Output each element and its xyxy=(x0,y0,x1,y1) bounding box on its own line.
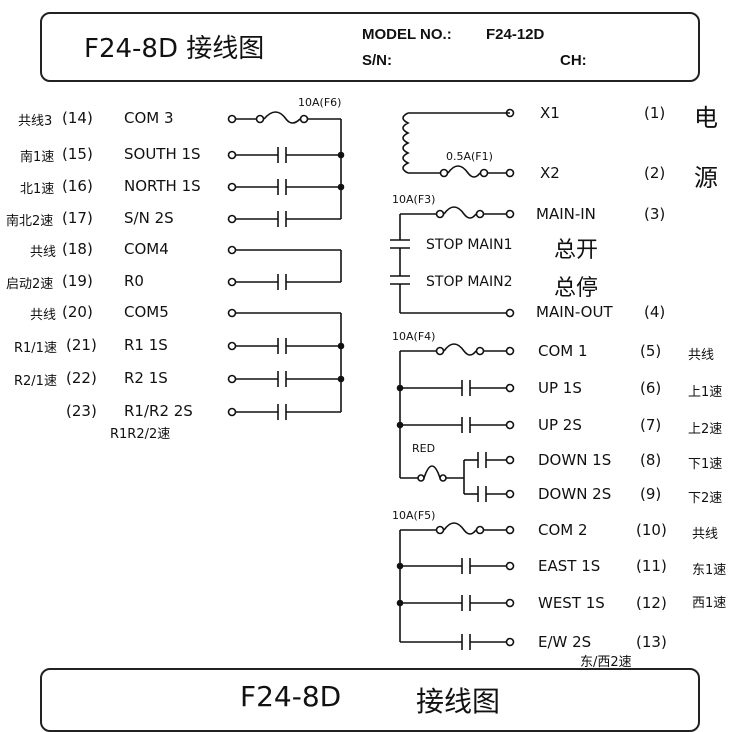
left-num-20: (20) xyxy=(62,303,93,321)
contact-15 xyxy=(227,147,345,163)
left-cn-19: 启动2速 xyxy=(6,277,54,292)
right-num-8: (8) xyxy=(640,451,662,469)
right-num-12: (12) xyxy=(636,594,667,612)
red-label: RED xyxy=(412,442,436,455)
fuse-f1-label: 0.5A(F1) xyxy=(446,150,493,163)
right-num-4: (4) xyxy=(644,303,666,321)
right-name-9: DOWN 2S xyxy=(538,485,612,503)
left-cn-21: R1/1速 xyxy=(14,341,57,356)
contact-16 xyxy=(227,179,345,195)
left-num-23: (23) xyxy=(66,402,97,420)
right-name-11: EAST 1S xyxy=(538,557,601,575)
right-cn-7: 上2速 xyxy=(688,422,723,437)
right-cn-11: 东1速 xyxy=(692,563,727,578)
left-num-18: (18) xyxy=(62,240,93,258)
right-num-7: (7) xyxy=(640,416,662,434)
model-value: F24-12D xyxy=(486,26,545,43)
fuse-f3-label: 10A(F3) xyxy=(392,193,436,206)
left-name-16: NORTH 1S xyxy=(124,177,201,195)
right-cn-6: 上1速 xyxy=(688,385,723,400)
left-num-19: (19) xyxy=(62,272,93,290)
right-name-4: MAIN-OUT xyxy=(536,303,613,321)
header-box xyxy=(40,12,700,82)
zong-ting-label: 总停 xyxy=(554,276,599,301)
left-name-20: COM5 xyxy=(124,303,169,321)
stop-main1-label: STOP MAIN1 xyxy=(426,237,513,253)
footer-code: F24-8D xyxy=(240,680,342,713)
fuse-f5-label: 10A(F5) xyxy=(392,509,436,522)
right-cn-10: 共线 xyxy=(692,527,719,542)
contact-17 xyxy=(227,211,341,227)
right-num-3: (3) xyxy=(644,205,666,223)
left-name-17: S/N 2S xyxy=(124,209,174,227)
left-name-22: R2 1S xyxy=(124,369,168,387)
right-name-10: COM 2 xyxy=(538,521,588,539)
right-num-13: (13) xyxy=(636,633,667,651)
left-cn-17: 南北2速 xyxy=(6,214,54,229)
left-num-16: (16) xyxy=(62,177,93,195)
right-name-5: COM 1 xyxy=(538,342,588,360)
right-num-10: (10) xyxy=(636,521,667,539)
right-name-3: MAIN-IN xyxy=(536,205,596,223)
sn-label: S/N: xyxy=(362,52,392,69)
right-name-1: X1 xyxy=(540,104,560,122)
left-cn-14: 共线3 xyxy=(18,114,53,129)
left-cn-15: 南1速 xyxy=(20,150,55,165)
fuse-f6-label: 10A(F6) xyxy=(298,96,342,109)
model-label: MODEL NO.: xyxy=(362,26,452,43)
left-name-18: COM4 xyxy=(124,240,169,258)
left-num-14: (14) xyxy=(62,109,93,127)
right-name-2: X2 xyxy=(540,164,560,182)
fuse-f4-label: 10A(F4) xyxy=(392,330,436,343)
left-num-21: (21) xyxy=(66,336,97,354)
left-cn-22: R2/1速 xyxy=(14,374,57,389)
left-note-r1r2: R1R2/2速 xyxy=(110,427,171,442)
ew2-note: 东/西2速 xyxy=(580,655,632,670)
right-num-6: (6) xyxy=(640,379,662,397)
left-name-14: COM 3 xyxy=(124,109,174,127)
terminal-14-dot xyxy=(227,114,237,124)
right-cn-12: 西1速 xyxy=(692,596,727,611)
right-cn-5: 共线 xyxy=(688,348,715,363)
stop-main2-label: STOP MAIN2 xyxy=(426,274,513,290)
right-num-5: (5) xyxy=(640,342,662,360)
right-num-9: (9) xyxy=(640,485,662,503)
right-num-2: (2) xyxy=(644,164,666,182)
footer-title: 接线图 xyxy=(416,685,501,718)
left-name-21: R1 1S xyxy=(124,336,168,354)
right-cn-8: 下1速 xyxy=(688,457,723,472)
left-name-23: R1/R2 2S xyxy=(124,402,193,420)
left-cn-18: 共线 xyxy=(30,245,57,260)
header-title: F24-8D 接线图 xyxy=(84,34,265,64)
left-num-22: (22) xyxy=(66,369,97,387)
left-num-17: (17) xyxy=(62,209,93,227)
right-cn-2: 源 xyxy=(694,164,718,192)
left-cn-16: 北1速 xyxy=(20,182,55,197)
left-cn-20: 共线 xyxy=(30,308,57,323)
right-name-13: E/W 2S xyxy=(538,633,592,651)
right-name-8: DOWN 1S xyxy=(538,451,612,469)
right-name-6: UP 1S xyxy=(538,379,582,397)
right-num-11: (11) xyxy=(636,557,667,575)
right-name-7: UP 2S xyxy=(538,416,582,434)
right-cn-1: 电 xyxy=(694,104,718,132)
left-num-15: (15) xyxy=(62,145,93,163)
right-num-1: (1) xyxy=(644,104,666,122)
left-name-19: R0 xyxy=(124,272,144,290)
zong-kai-label: 总开 xyxy=(554,238,599,263)
right-cn-9: 下2速 xyxy=(688,491,723,506)
right-name-12: WEST 1S xyxy=(538,594,605,612)
footer-box xyxy=(40,668,700,732)
ch-label: CH: xyxy=(560,52,587,69)
left-name-15: SOUTH 1S xyxy=(124,145,201,163)
